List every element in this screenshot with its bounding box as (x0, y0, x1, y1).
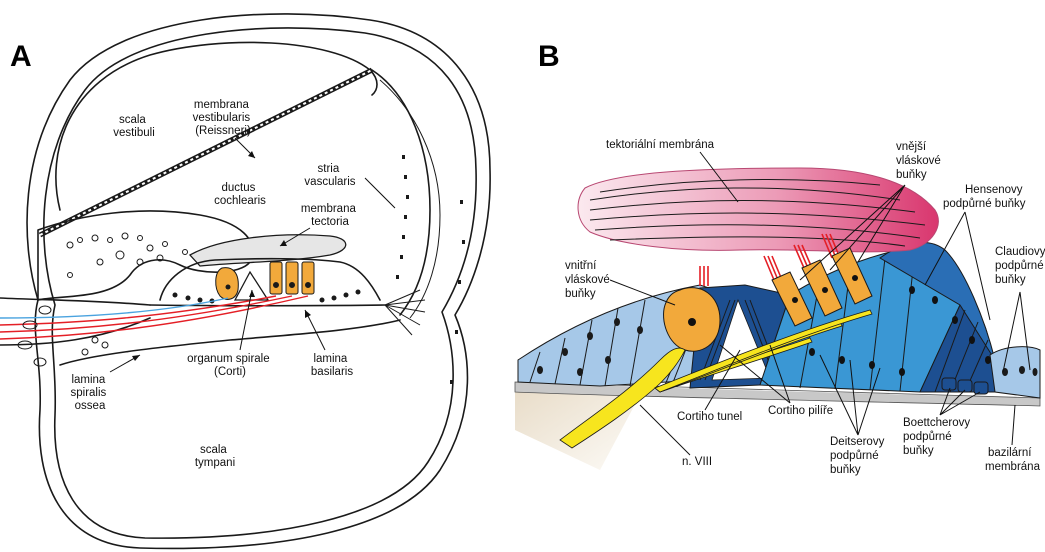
stria-dots (396, 155, 465, 384)
label-membrana-tectoria: membrana tectoria (301, 203, 359, 228)
label-membrana-vestibularis: membrana vestibularis (Reissneri) (193, 99, 254, 137)
cochlear-nerve-fibers-a (0, 296, 308, 339)
label-scala-vestibuli: scala vestibuli (113, 114, 155, 139)
label-vnejsi-vlaskove-bunky: vnější vláskové buňky (896, 141, 944, 181)
label-deitserovy: Deitserovy podpůrné buňky (830, 436, 888, 476)
stria-vascularis-wall (372, 70, 430, 315)
leader-bazilarni-membrana (1012, 405, 1015, 445)
leader-stria-vascularis (365, 178, 395, 208)
label-boettcherovy: Boettcherovy podpůrné buňky (903, 417, 973, 457)
label-n-viii: n. VIII (682, 456, 712, 468)
cochlear-inner-wall (44, 28, 476, 538)
outer-hair-cells-a (270, 262, 314, 294)
label-lamina-spiralis-ossea: lamina spiralis ossea (71, 374, 110, 412)
label-ductus-cochlearis: ductus cochlearis (214, 182, 266, 207)
label-cortiho-pilire: Cortiho pilíře (768, 405, 833, 417)
panel-letter-b: B (538, 40, 560, 73)
panel-a: A (0, 14, 490, 549)
membrana-tectoria-a (190, 235, 346, 266)
label-tektorialni-membrana: tektoriální membrána (606, 139, 715, 151)
spiral-ligament-a (385, 290, 425, 335)
label-bazilarni-membrana: bazilární membrána (985, 447, 1041, 473)
label-vnitrni-vlaskove-bunky: vnitřní vláskové buňky (565, 260, 613, 300)
label-cortiho-tunel: Cortiho tunel (677, 411, 742, 423)
label-hensenovy: Hensenovy podpůrné buňky (943, 184, 1026, 210)
limbus-cells (67, 233, 188, 278)
label-scala-tympani: scala tympani (195, 444, 235, 469)
panel-letter-a: A (10, 40, 32, 73)
inner-hair-cell-a (216, 268, 239, 300)
label-lamina-basilaris: lamina basilaris (311, 353, 353, 378)
panel-b: B (515, 40, 1045, 476)
claudius-cells-b (990, 347, 1040, 398)
label-stria-vascularis: stria vascularis (304, 163, 355, 188)
cochlear-outer-wall (27, 14, 490, 549)
label-organum-spirale: organum spirale (Corti) (187, 353, 273, 378)
label-claudiovy: Claudiovy podpůrné buňky (995, 246, 1045, 286)
